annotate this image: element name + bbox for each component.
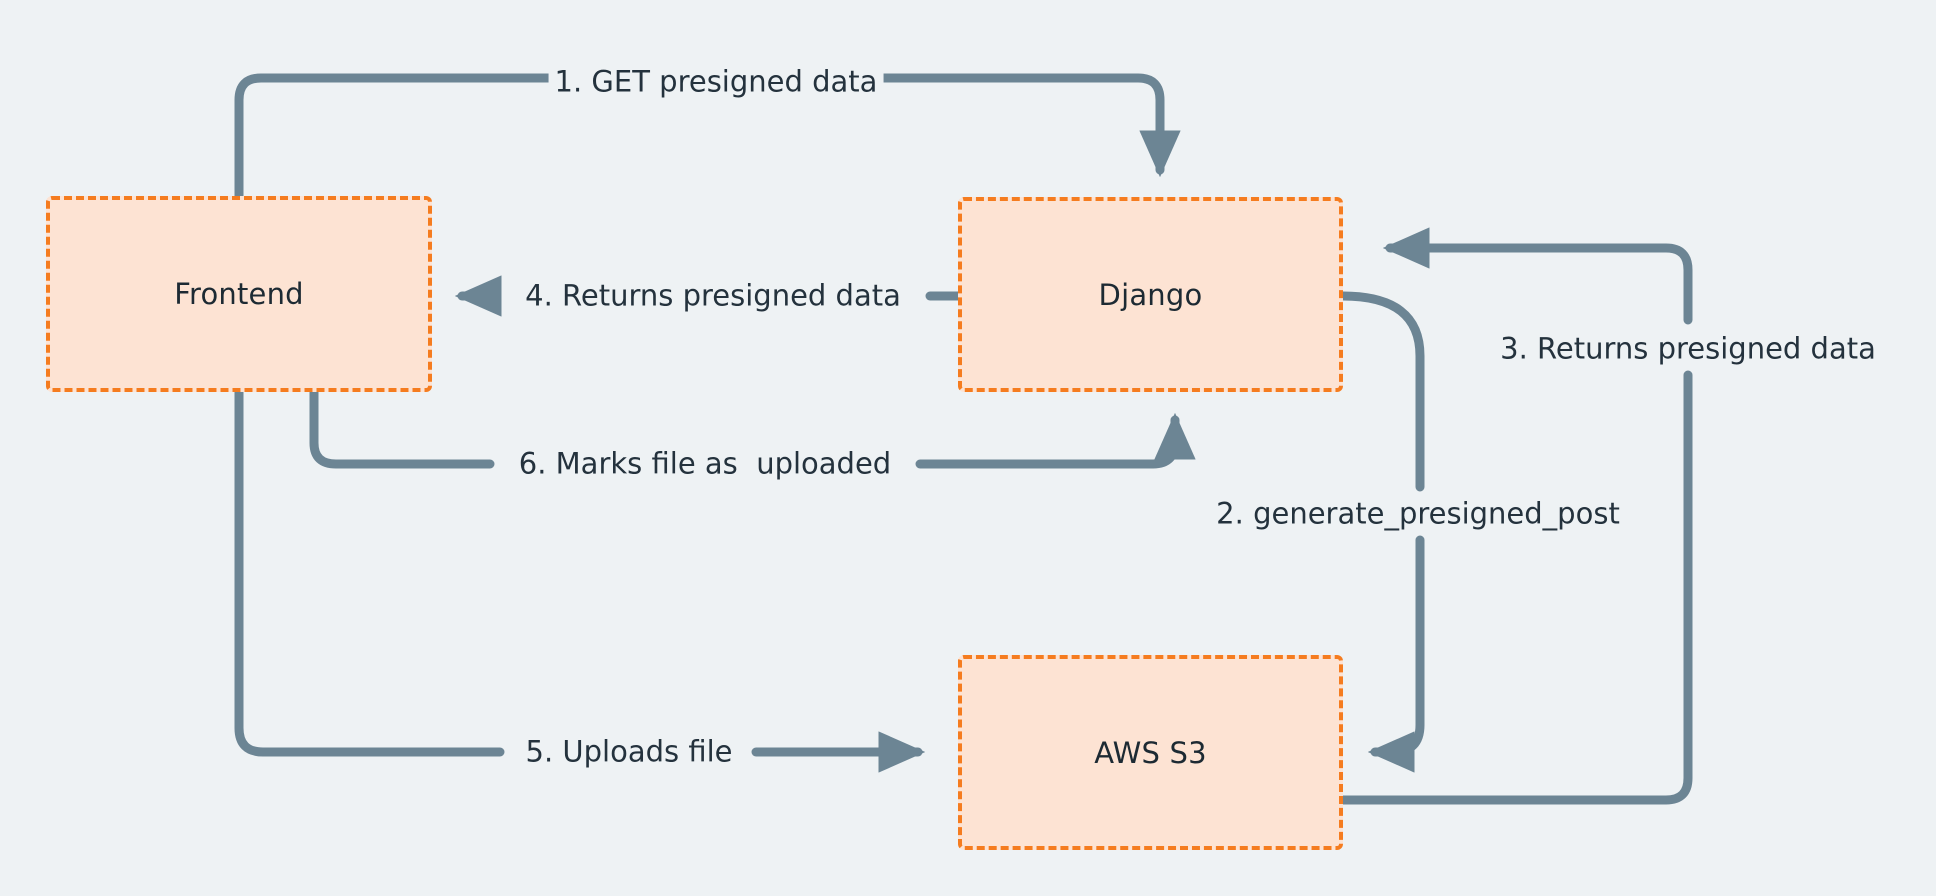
node-frontend[interactable]: Frontend	[46, 196, 432, 392]
node-frontend-label: Frontend	[174, 277, 304, 311]
edge-label-3: 3. Returns presigned data	[1494, 332, 1882, 366]
edge-label-1: 1. GET presigned data	[548, 65, 884, 99]
node-aws-s3[interactable]: AWS S3	[958, 655, 1343, 850]
edge-label-4: 4. Returns presigned data	[519, 279, 907, 313]
edge-label-5: 5. Uploads file	[519, 735, 739, 769]
edge-3-path	[1338, 227, 1693, 805]
edge-5-path	[234, 387, 926, 773]
edge-2-path	[1338, 291, 1425, 773]
node-django-label: Django	[1098, 277, 1203, 312]
edge-6-path	[309, 387, 1196, 469]
edge-label-2: 2. generate_presigned_post	[1210, 497, 1626, 531]
edge-1-path	[234, 73, 1181, 201]
node-django[interactable]: Django	[958, 197, 1343, 392]
node-aws-s3-label: AWS S3	[1094, 735, 1207, 770]
edge-label-6: 6. Marks file as uploaded	[512, 447, 898, 481]
